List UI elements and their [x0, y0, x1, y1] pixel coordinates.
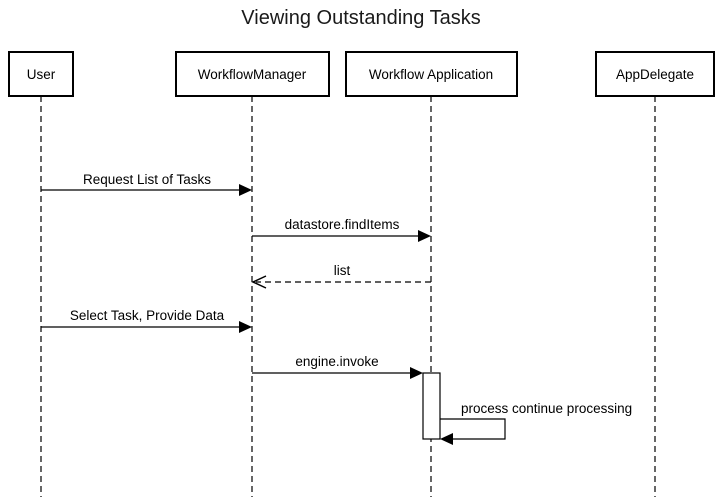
diagram-title: Viewing Outstanding Tasks [241, 7, 480, 29]
arrowhead-icon [239, 184, 252, 196]
activation-bar [422, 372, 441, 440]
arrowhead-icon [239, 321, 252, 333]
message-label: process continue processing [461, 401, 632, 416]
message-label: Request List of Tasks [83, 172, 211, 187]
actor-box [175, 51, 330, 97]
arrowhead-icon [418, 230, 431, 242]
message-select-task-provide-data: Select Task, Provide Data [41, 308, 252, 333]
arrowhead-icon [440, 433, 453, 445]
actor-app-delegate[interactable]: AppDelegate [595, 51, 715, 97]
actor-label: Workflow Application [369, 67, 493, 82]
arrowhead-icon [410, 367, 423, 379]
message-datastore-find-items: datastore.findItems [252, 217, 431, 242]
message-label: engine.invoke [295, 354, 378, 369]
message-label: datastore.findItems [285, 217, 400, 232]
message-label: list [334, 263, 351, 278]
actor-box [345, 51, 518, 97]
actor-box [595, 51, 715, 97]
open-arrowhead-icon [251, 275, 267, 289]
actor-workflow-manager[interactable]: WorkflowManager [175, 51, 330, 97]
actor-label: User [27, 67, 56, 82]
message-label: Select Task, Provide Data [70, 308, 225, 323]
actor-label: WorkflowManager [198, 67, 307, 82]
message-list-return: list [251, 263, 431, 289]
actor-user[interactable]: User [8, 51, 74, 97]
message-self-process: process continue processing [440, 401, 632, 445]
actor-box [8, 51, 74, 97]
actor-label: AppDelegate [616, 67, 694, 82]
actor-workflow-application[interactable]: Workflow Application [345, 51, 518, 97]
message-engine-invoke: engine.invoke [252, 354, 423, 379]
message-request-list-of-tasks: Request List of Tasks [41, 172, 252, 196]
